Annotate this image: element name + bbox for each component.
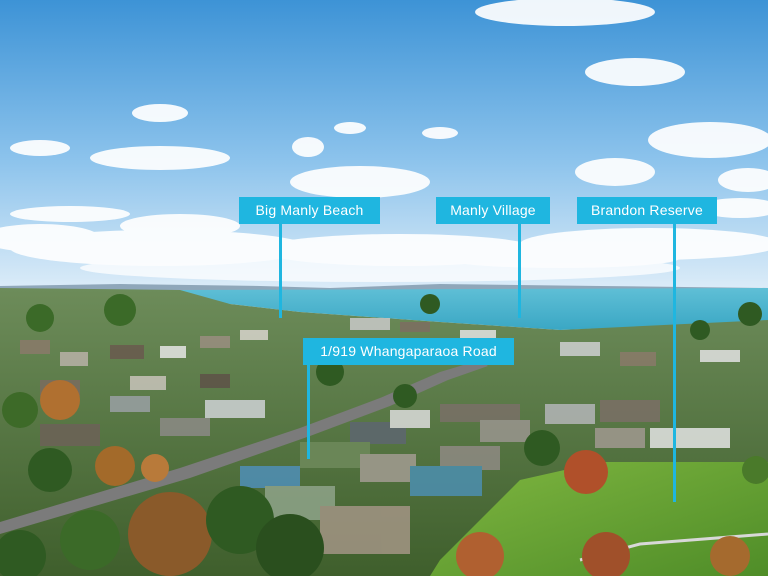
sea — [180, 288, 768, 330]
callout-label: 1/919 Whangaparaoa Road — [303, 338, 514, 365]
callout-label: Big Manly Beach — [239, 197, 380, 224]
callout-pointer-line — [518, 224, 521, 318]
road — [0, 360, 488, 534]
park-grass — [430, 462, 768, 576]
callout-label: Manly Village — [436, 197, 550, 224]
callout-pointer-line — [307, 365, 310, 459]
callout-label: Brandon Reserve — [577, 197, 717, 224]
callout-pointer-line — [673, 224, 676, 502]
clouds — [0, 0, 768, 282]
callout-pointer-line — [279, 224, 282, 318]
trees — [0, 294, 768, 576]
houses — [20, 318, 740, 554]
